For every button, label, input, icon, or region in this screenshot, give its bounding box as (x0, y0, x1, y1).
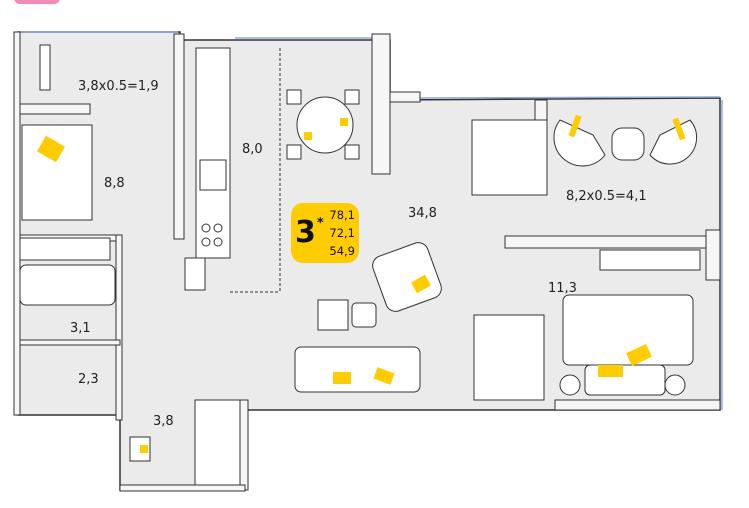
tag-marker (14, 0, 60, 4)
apartment-badge: 3 * 78,1 72,1 54,9 (291, 203, 359, 263)
pillows (36, 114, 686, 453)
area-rooms: 54,9 (329, 244, 355, 258)
room-label-wc: 2,3 (78, 372, 99, 387)
dining-table (286, 89, 360, 160)
furniture (19, 44, 701, 486)
room-label-balcony-left: 3,8x0.5=1,9 (78, 79, 159, 94)
walls (13, 31, 721, 492)
room-label-kitchen: 8,0 (242, 142, 263, 157)
windows (20, 31, 723, 410)
room-label-bedroom-left: 8,8 (104, 176, 125, 191)
room-count-mark: * (316, 216, 324, 231)
room-label-balcony-right: 8,2x0.5=4,1 (566, 189, 647, 204)
area-list: 78,1 72,1 54,9 (329, 206, 355, 260)
room-label-bedroom-right: 11,3 (548, 281, 577, 296)
room-label-bathroom: 3,1 (70, 321, 91, 336)
room-label-living: 34,8 (408, 206, 437, 221)
area-living: 72,1 (329, 226, 355, 240)
room-count: 3 (295, 215, 316, 250)
kitchen-counter (184, 47, 231, 291)
area-total: 78,1 (329, 208, 355, 222)
room-label-hall: 3,8 (153, 414, 174, 429)
